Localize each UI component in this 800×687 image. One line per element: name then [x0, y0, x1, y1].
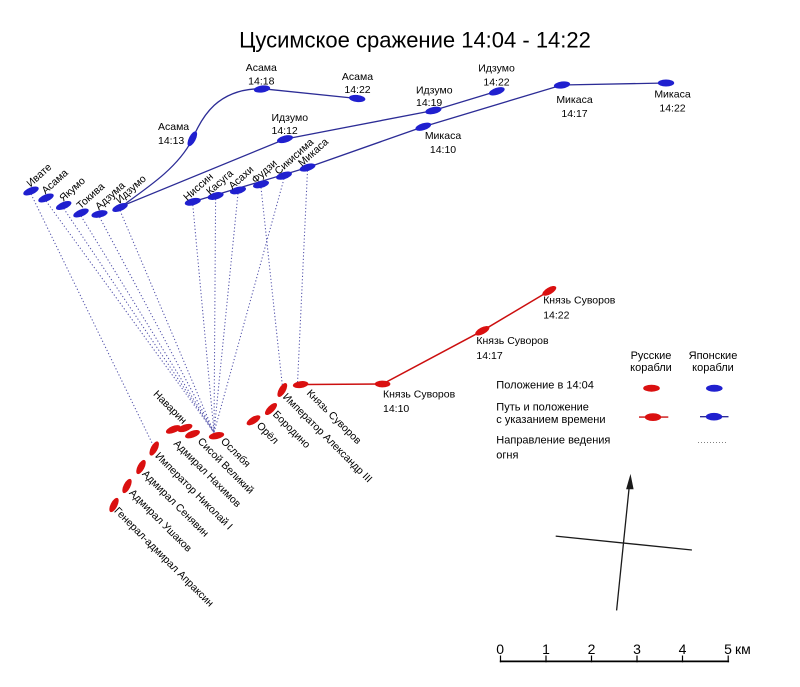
svg-text:14:22: 14:22	[344, 84, 370, 96]
svg-text:14:17: 14:17	[561, 108, 587, 120]
svg-text:Японские: Японские	[689, 350, 738, 362]
svg-text:5: 5	[724, 641, 732, 657]
svg-text:Микаса: Микаса	[654, 89, 691, 101]
svg-text:Цусимское сражение 14:04 - 14:: Цусимское сражение 14:04 - 14:22	[239, 27, 591, 52]
svg-text:Асама: Асама	[158, 121, 189, 133]
svg-text:14:22: 14:22	[659, 103, 685, 115]
svg-text:с указанием времени: с указанием времени	[496, 414, 605, 426]
svg-text:корабли: корабли	[630, 362, 672, 374]
svg-text:4: 4	[679, 641, 687, 657]
svg-text:огня: огня	[496, 450, 518, 462]
svg-text:Микаса: Микаса	[425, 130, 462, 142]
svg-text:14:13: 14:13	[158, 135, 184, 147]
svg-text:14:12: 14:12	[272, 125, 298, 137]
svg-text:Микаса: Микаса	[556, 94, 593, 106]
svg-text:Идзумо: Идзумо	[416, 84, 453, 96]
svg-text:Путь и положение: Путь и положение	[496, 402, 589, 414]
svg-text:Направление ведения: Направление ведения	[496, 434, 610, 446]
svg-text:Князь Суворов: Князь Суворов	[383, 389, 456, 401]
svg-text:14:18: 14:18	[248, 75, 274, 87]
svg-text:Идзумо: Идзумо	[478, 63, 515, 75]
svg-text:14:19: 14:19	[416, 97, 442, 109]
svg-text:Асама: Асама	[342, 71, 373, 83]
svg-text:14:22: 14:22	[543, 310, 569, 322]
svg-text:0: 0	[496, 641, 504, 657]
svg-text:14:10: 14:10	[430, 144, 456, 156]
svg-text:корабли: корабли	[692, 362, 734, 374]
svg-text:Асама: Асама	[246, 62, 277, 74]
svg-text:3: 3	[633, 641, 641, 657]
svg-text:км: км	[735, 641, 751, 657]
svg-text:14:22: 14:22	[483, 77, 509, 89]
svg-text:2: 2	[588, 641, 596, 657]
svg-text:Идзумо: Идзумо	[272, 112, 309, 124]
svg-text:14:10: 14:10	[383, 403, 409, 415]
svg-text:14:17: 14:17	[476, 350, 502, 362]
svg-text:Положение в 14:04: Положение в 14:04	[496, 379, 594, 391]
svg-text:Русские: Русские	[631, 350, 672, 362]
svg-text:Князь Суворов: Князь Суворов	[543, 294, 616, 306]
svg-text:Князь Суворов: Князь Суворов	[476, 335, 549, 347]
svg-text:1: 1	[542, 641, 550, 657]
